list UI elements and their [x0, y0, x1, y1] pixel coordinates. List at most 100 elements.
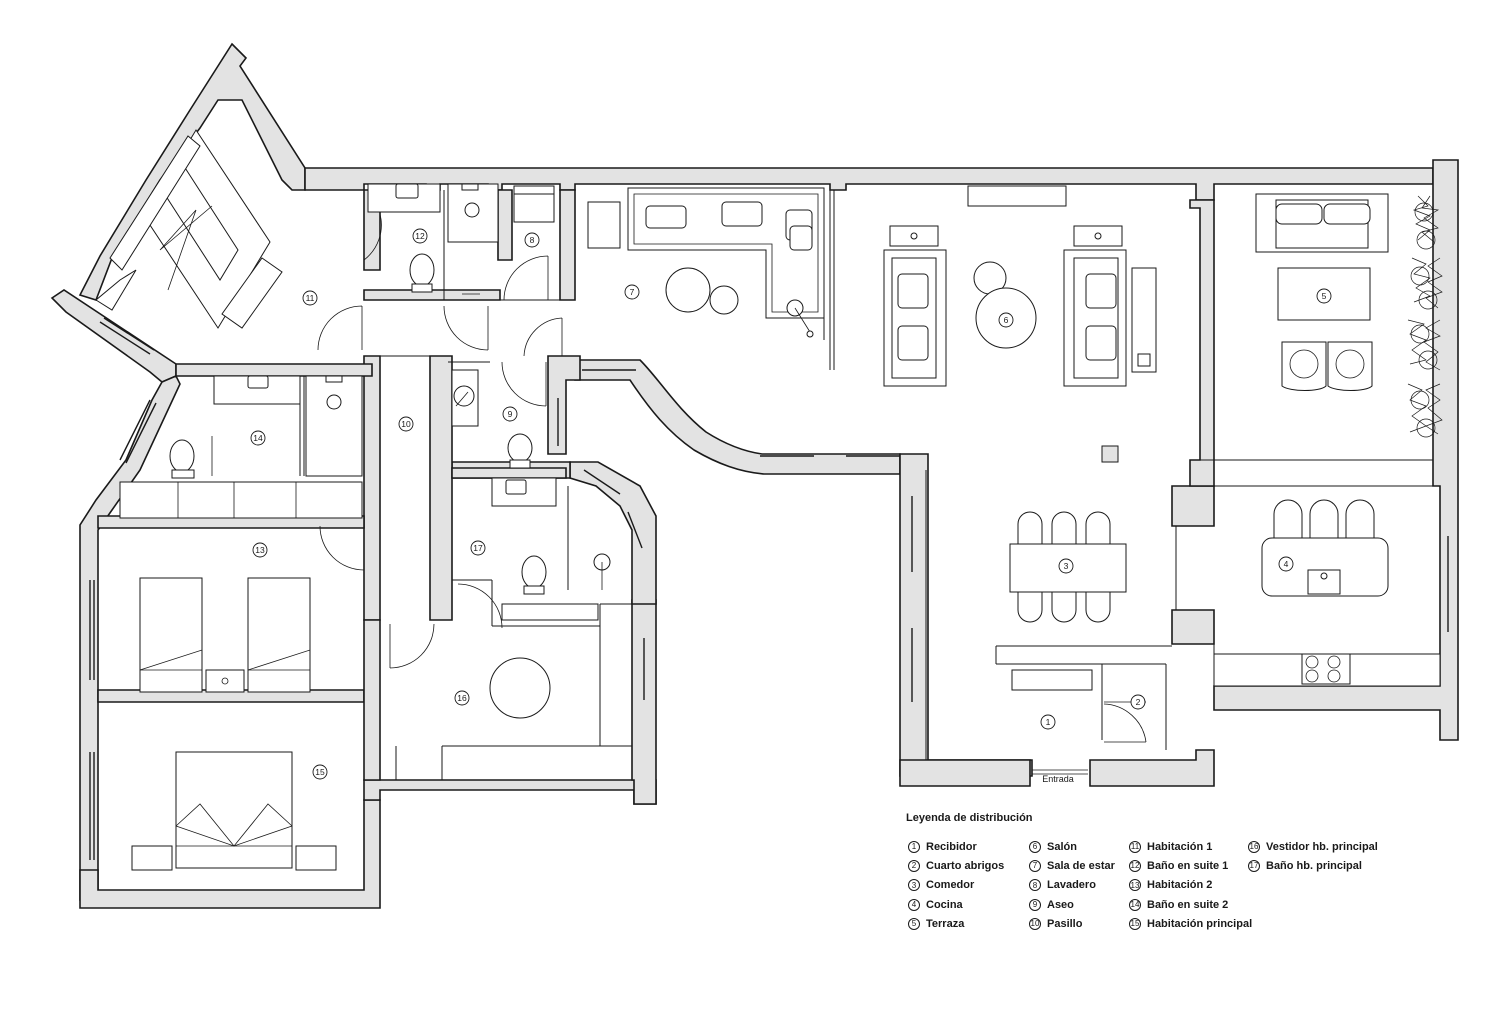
svg-text:2: 2 [1136, 697, 1141, 707]
legend-label: Baño en suite 2 [1147, 898, 1229, 911]
room-marker-9: 9 [502, 406, 518, 422]
room-marker-2: 2 [1130, 694, 1146, 710]
legend-label: Habitación 1 [1147, 840, 1213, 853]
svg-text:6: 6 [1004, 315, 1009, 325]
svg-text:7: 7 [630, 287, 635, 297]
svg-text:17: 17 [473, 543, 483, 553]
legend-label: Baño en suite 1 [1147, 859, 1229, 872]
svg-text:14: 14 [253, 433, 263, 443]
room-marker-12: 12 [412, 228, 428, 244]
legend: Leyenda de distribución 1 Recibidor 2 Cuar… [906, 812, 1466, 930]
legend-label: Habitación 2 [1147, 879, 1213, 892]
legend-number: 10 [1029, 917, 1041, 930]
legend-item: 11 Habitación 1 [1129, 837, 1252, 856]
legend-label: Cuarto abrigos [926, 859, 1005, 872]
room-marker-13: 13 [252, 542, 268, 558]
room-marker-11: 11 [302, 290, 318, 306]
legend-number: 16 [1248, 840, 1260, 853]
legend-column-2: 6 Salón 7 Sala de estar 8 Lavadero 9 Aseo 10… [1029, 837, 1115, 933]
legend-item: 13 Habitación 2 [1129, 876, 1252, 895]
legend-number: 8 [1029, 879, 1041, 892]
legend-number: 13 [1129, 879, 1141, 892]
room-marker-3: 3 [1058, 558, 1074, 574]
svg-text:9: 9 [508, 409, 513, 419]
partitions [299, 190, 1440, 780]
legend-number: 14 [1129, 898, 1141, 911]
legend-number: 5 [908, 917, 920, 930]
legend-title: Leyenda de distribución [906, 812, 1033, 824]
bath-suite-2 [119, 375, 363, 519]
room-marker-17: 17 [470, 540, 486, 556]
legend-label: Cocina [926, 898, 963, 911]
dressing-room [489, 657, 551, 719]
legend-number: 9 [1029, 898, 1041, 911]
entrance-furniture [1011, 669, 1093, 775]
room-marker-10: 10 [398, 416, 414, 432]
legend-item: 14 Baño en suite 2 [1129, 895, 1252, 914]
legend-item: 4 Cocina [908, 895, 1004, 914]
legend-item: 9 Aseo [1029, 895, 1115, 914]
master-bedroom-furniture [131, 751, 337, 871]
bedroom-1-furniture [95, 129, 283, 329]
legend-item: 6 Salón [1029, 837, 1115, 856]
room-marker-8: 8 [524, 232, 540, 248]
legend-label: Baño hb. principal [1266, 859, 1362, 872]
laundry-furniture [513, 185, 555, 223]
room-marker-4: 4 [1278, 556, 1294, 572]
svg-text:15: 15 [315, 767, 325, 777]
planters [1407, 195, 1443, 438]
legend-label: Sala de estar [1047, 859, 1115, 872]
windows [89, 317, 1449, 860]
legend-item: 8 Lavadero [1029, 876, 1115, 895]
room-marker-16: 16 [454, 690, 470, 706]
legend-label: Recibidor [926, 840, 977, 853]
legend-column-3: 11 Habitación 1 12 Baño en suite 1 13 Habit… [1129, 837, 1252, 933]
entrance-label: Entrada [1042, 774, 1074, 784]
legend-label: Pasillo [1047, 917, 1083, 930]
legend-item: 10 Pasillo [1029, 914, 1115, 933]
legend-number: 12 [1129, 859, 1141, 872]
legend-number: 6 [1029, 840, 1041, 853]
svg-text:4: 4 [1284, 559, 1289, 569]
legend-item: 16 Vestidor hb. principal [1248, 837, 1378, 856]
legend-item: 12 Baño en suite 1 [1129, 856, 1252, 875]
room-marker-14: 14 [250, 430, 266, 446]
legend-number: 4 [908, 898, 920, 911]
legend-label: Vestidor hb. principal [1266, 840, 1378, 853]
living-room-furniture [883, 185, 1157, 463]
legend-label: Salón [1047, 840, 1077, 853]
terrace-furniture [1255, 193, 1389, 391]
legend-number: 7 [1029, 859, 1041, 872]
kitchen-furniture [1213, 499, 1441, 687]
svg-text:1: 1 [1046, 717, 1051, 727]
svg-text:3: 3 [1064, 561, 1069, 571]
room-marker-5: 5 [1316, 288, 1332, 304]
room-marker-1: 1 [1040, 714, 1056, 730]
bath-suite-1 [367, 183, 499, 295]
sitting-room-furniture [587, 187, 825, 338]
svg-text:13: 13 [255, 545, 265, 555]
legend-item: 2 Cuarto abrigos [908, 856, 1004, 875]
svg-text:10: 10 [401, 419, 411, 429]
svg-text:12: 12 [415, 231, 425, 241]
legend-number: 2 [908, 859, 920, 872]
svg-text:11: 11 [306, 293, 315, 303]
legend-number: 11 [1129, 840, 1141, 853]
legend-item: 7 Sala de estar [1029, 856, 1115, 875]
legend-item: 5 Terraza [908, 914, 1004, 933]
legend-label: Lavadero [1047, 879, 1096, 892]
legend-number: 1 [908, 840, 920, 853]
legend-item: 1 Recibidor [908, 837, 1004, 856]
legend-label: Terraza [926, 917, 965, 930]
legend-number: 3 [908, 879, 920, 892]
legend-label: Aseo [1047, 898, 1074, 911]
legend-number: 15 [1129, 917, 1141, 930]
room-marker-7: 7 [624, 284, 640, 300]
room-markers: 1 2 3 4 5 6 7 8 9 10 11 12 13 14 15 16 1… [250, 228, 1332, 780]
